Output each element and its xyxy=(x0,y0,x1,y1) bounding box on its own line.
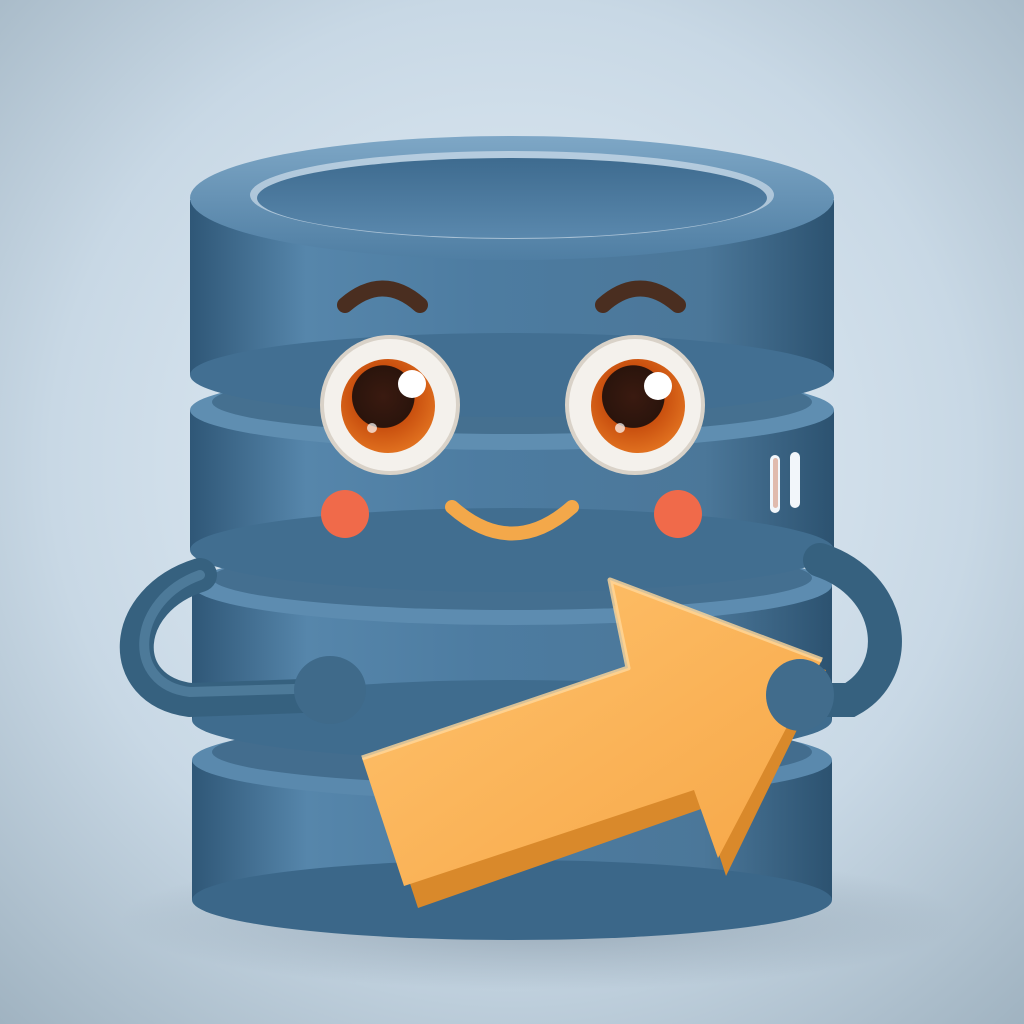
database-tier-top xyxy=(190,136,834,417)
arrow-right-icon xyxy=(361,577,826,908)
left-cheek xyxy=(321,490,369,538)
right-eye xyxy=(565,335,705,475)
vent-slot xyxy=(770,455,780,513)
left-eyebrow xyxy=(337,280,428,313)
right-eyebrow xyxy=(595,280,686,313)
smile xyxy=(445,500,579,541)
right-cheek xyxy=(654,490,702,538)
right-hand xyxy=(766,659,834,731)
mascot-face xyxy=(320,280,705,541)
left-eye xyxy=(320,335,460,475)
vent-slot xyxy=(790,452,800,508)
right-arm xyxy=(783,543,902,717)
left-hand xyxy=(294,656,366,724)
